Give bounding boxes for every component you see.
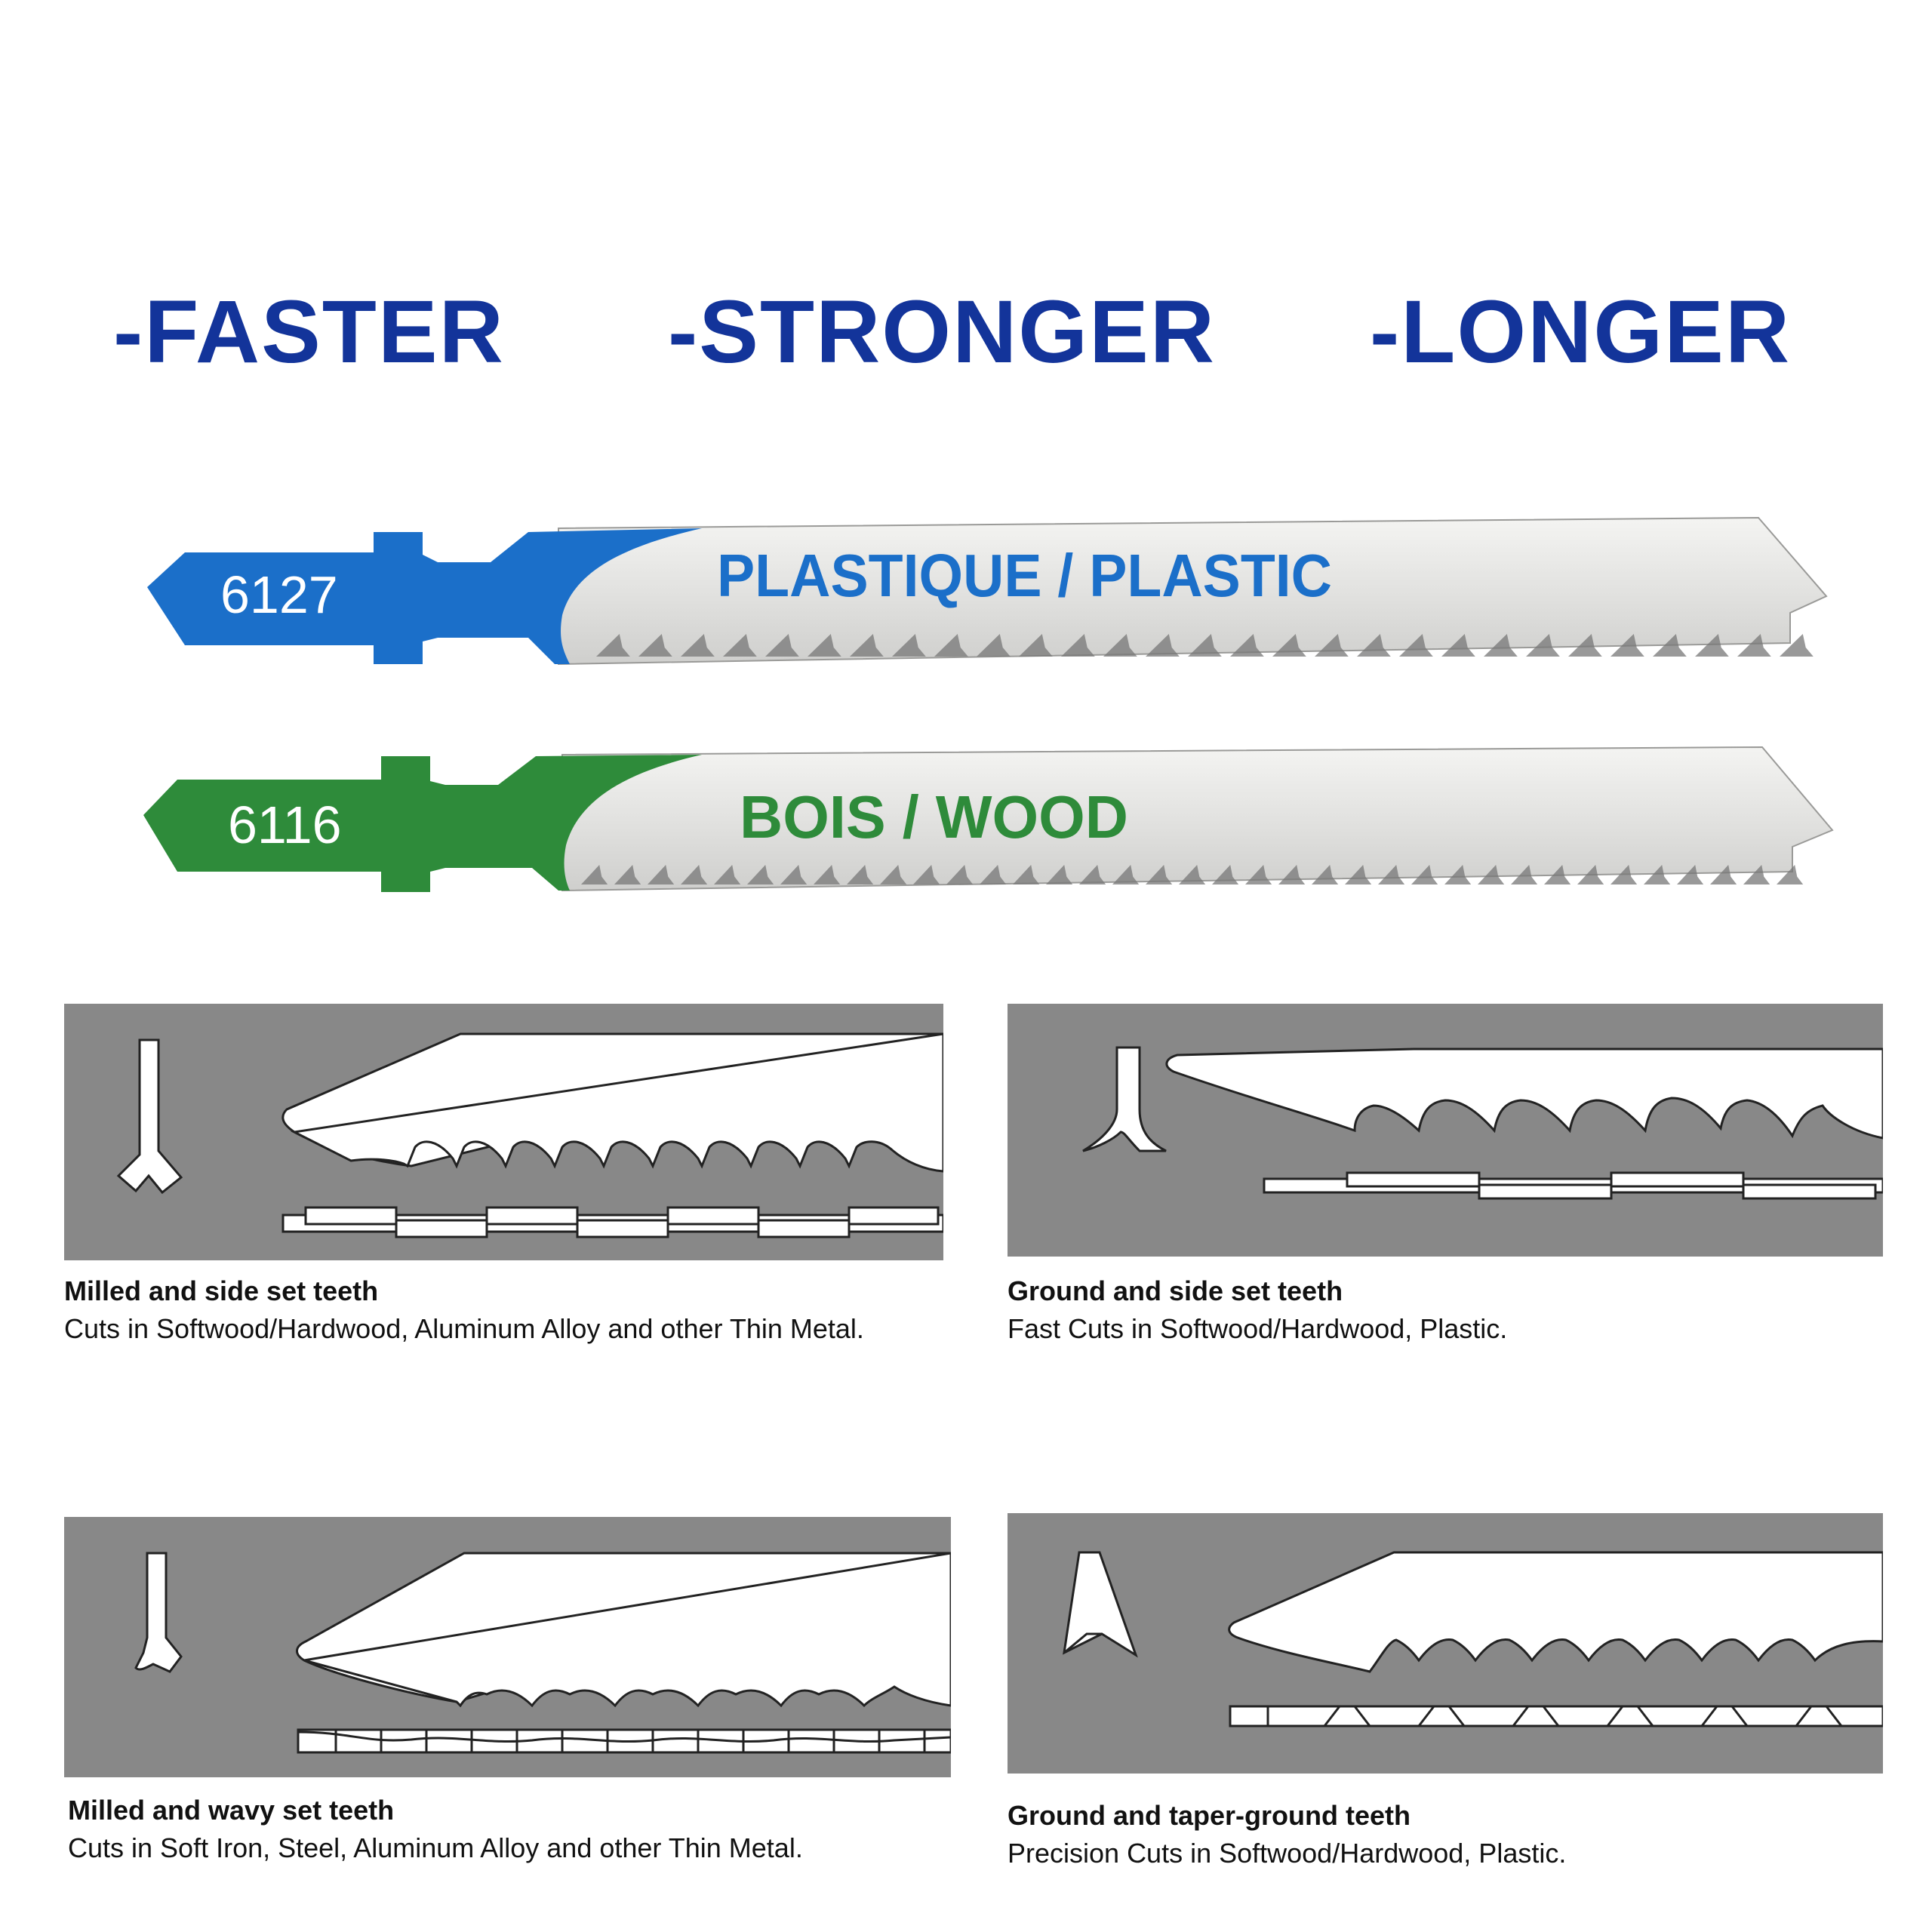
tooth-panel-ground-taper-ground <box>1008 1513 1883 1774</box>
tooth-diagram <box>1082 1046 1883 1200</box>
blade-shank <box>143 755 702 892</box>
tooth-diagram <box>1063 1551 1883 1727</box>
slogan-longer: -LONGER <box>1370 282 1792 382</box>
slogan-stronger: -STRONGER <box>668 282 1216 382</box>
blade-6116: 6116 BOIS / WOOD <box>143 746 1834 892</box>
tooth-panel-milled-side-set <box>64 1004 943 1260</box>
blade-outline <box>291 1032 943 1173</box>
blade-label: BOIS / WOOD <box>740 783 1128 851</box>
caption-description: Fast Cuts in Softwood/Hardwood, Plastic. <box>1008 1313 1508 1344</box>
caption-title: Ground and taper-ground teeth <box>1008 1800 1411 1831</box>
tooth-panel-milled-wavy-set <box>64 1517 951 1777</box>
blade-outline <box>1228 1551 1883 1673</box>
blade-shank <box>147 528 702 664</box>
tooth-profile-icon <box>116 1038 183 1195</box>
blade-illustrations: 6127 PLASTIQUE / PLASTIC 6116 BOIS / WOO… <box>143 516 1834 892</box>
blade-label: PLASTIQUE / PLASTIC <box>717 542 1332 609</box>
caption-description: Cuts in Softwood/Hardwood, Aluminum Allo… <box>64 1313 864 1344</box>
blade-code: 6116 <box>228 795 342 854</box>
slogan-faster: -FASTER <box>113 282 505 382</box>
tooth-profile-icon <box>1063 1551 1138 1658</box>
tooth-panel-ground-side-set <box>1008 1004 1883 1257</box>
tooth-diagram <box>134 1552 951 1754</box>
caption-title: Milled and side set teeth <box>64 1275 379 1306</box>
blade-outline <box>1165 1048 1883 1140</box>
caption-description: Precision Cuts in Softwood/Hardwood, Pla… <box>1008 1838 1567 1869</box>
caption-ground-side-set: Ground and side set teeth Fast Cuts in S… <box>1008 1275 1507 1345</box>
caption-title: Ground and side set teeth <box>1008 1275 1343 1306</box>
blade-6127: 6127 PLASTIQUE / PLASTIC <box>147 516 1828 666</box>
tooth-diagram <box>116 1032 943 1238</box>
caption-milled-side-set: Milled and side set teeth Cuts in Softwo… <box>64 1275 864 1345</box>
caption-milled-wavy-set: Milled and wavy set teeth Cuts in Soft I… <box>68 1795 803 1864</box>
tooth-profile-icon <box>1082 1046 1167 1152</box>
blade-teeth <box>581 865 1804 884</box>
blade-code: 6127 <box>220 565 338 624</box>
caption-ground-taper-ground: Ground and taper-ground teeth Precision … <box>1008 1800 1566 1869</box>
tooth-profile-icon <box>134 1552 183 1673</box>
blade-outline <box>303 1552 951 1708</box>
blade-teeth <box>596 634 1814 657</box>
caption-description: Cuts in Soft Iron, Steel, Aluminum Alloy… <box>68 1832 803 1863</box>
caption-title: Milled and wavy set teeth <box>68 1795 395 1826</box>
